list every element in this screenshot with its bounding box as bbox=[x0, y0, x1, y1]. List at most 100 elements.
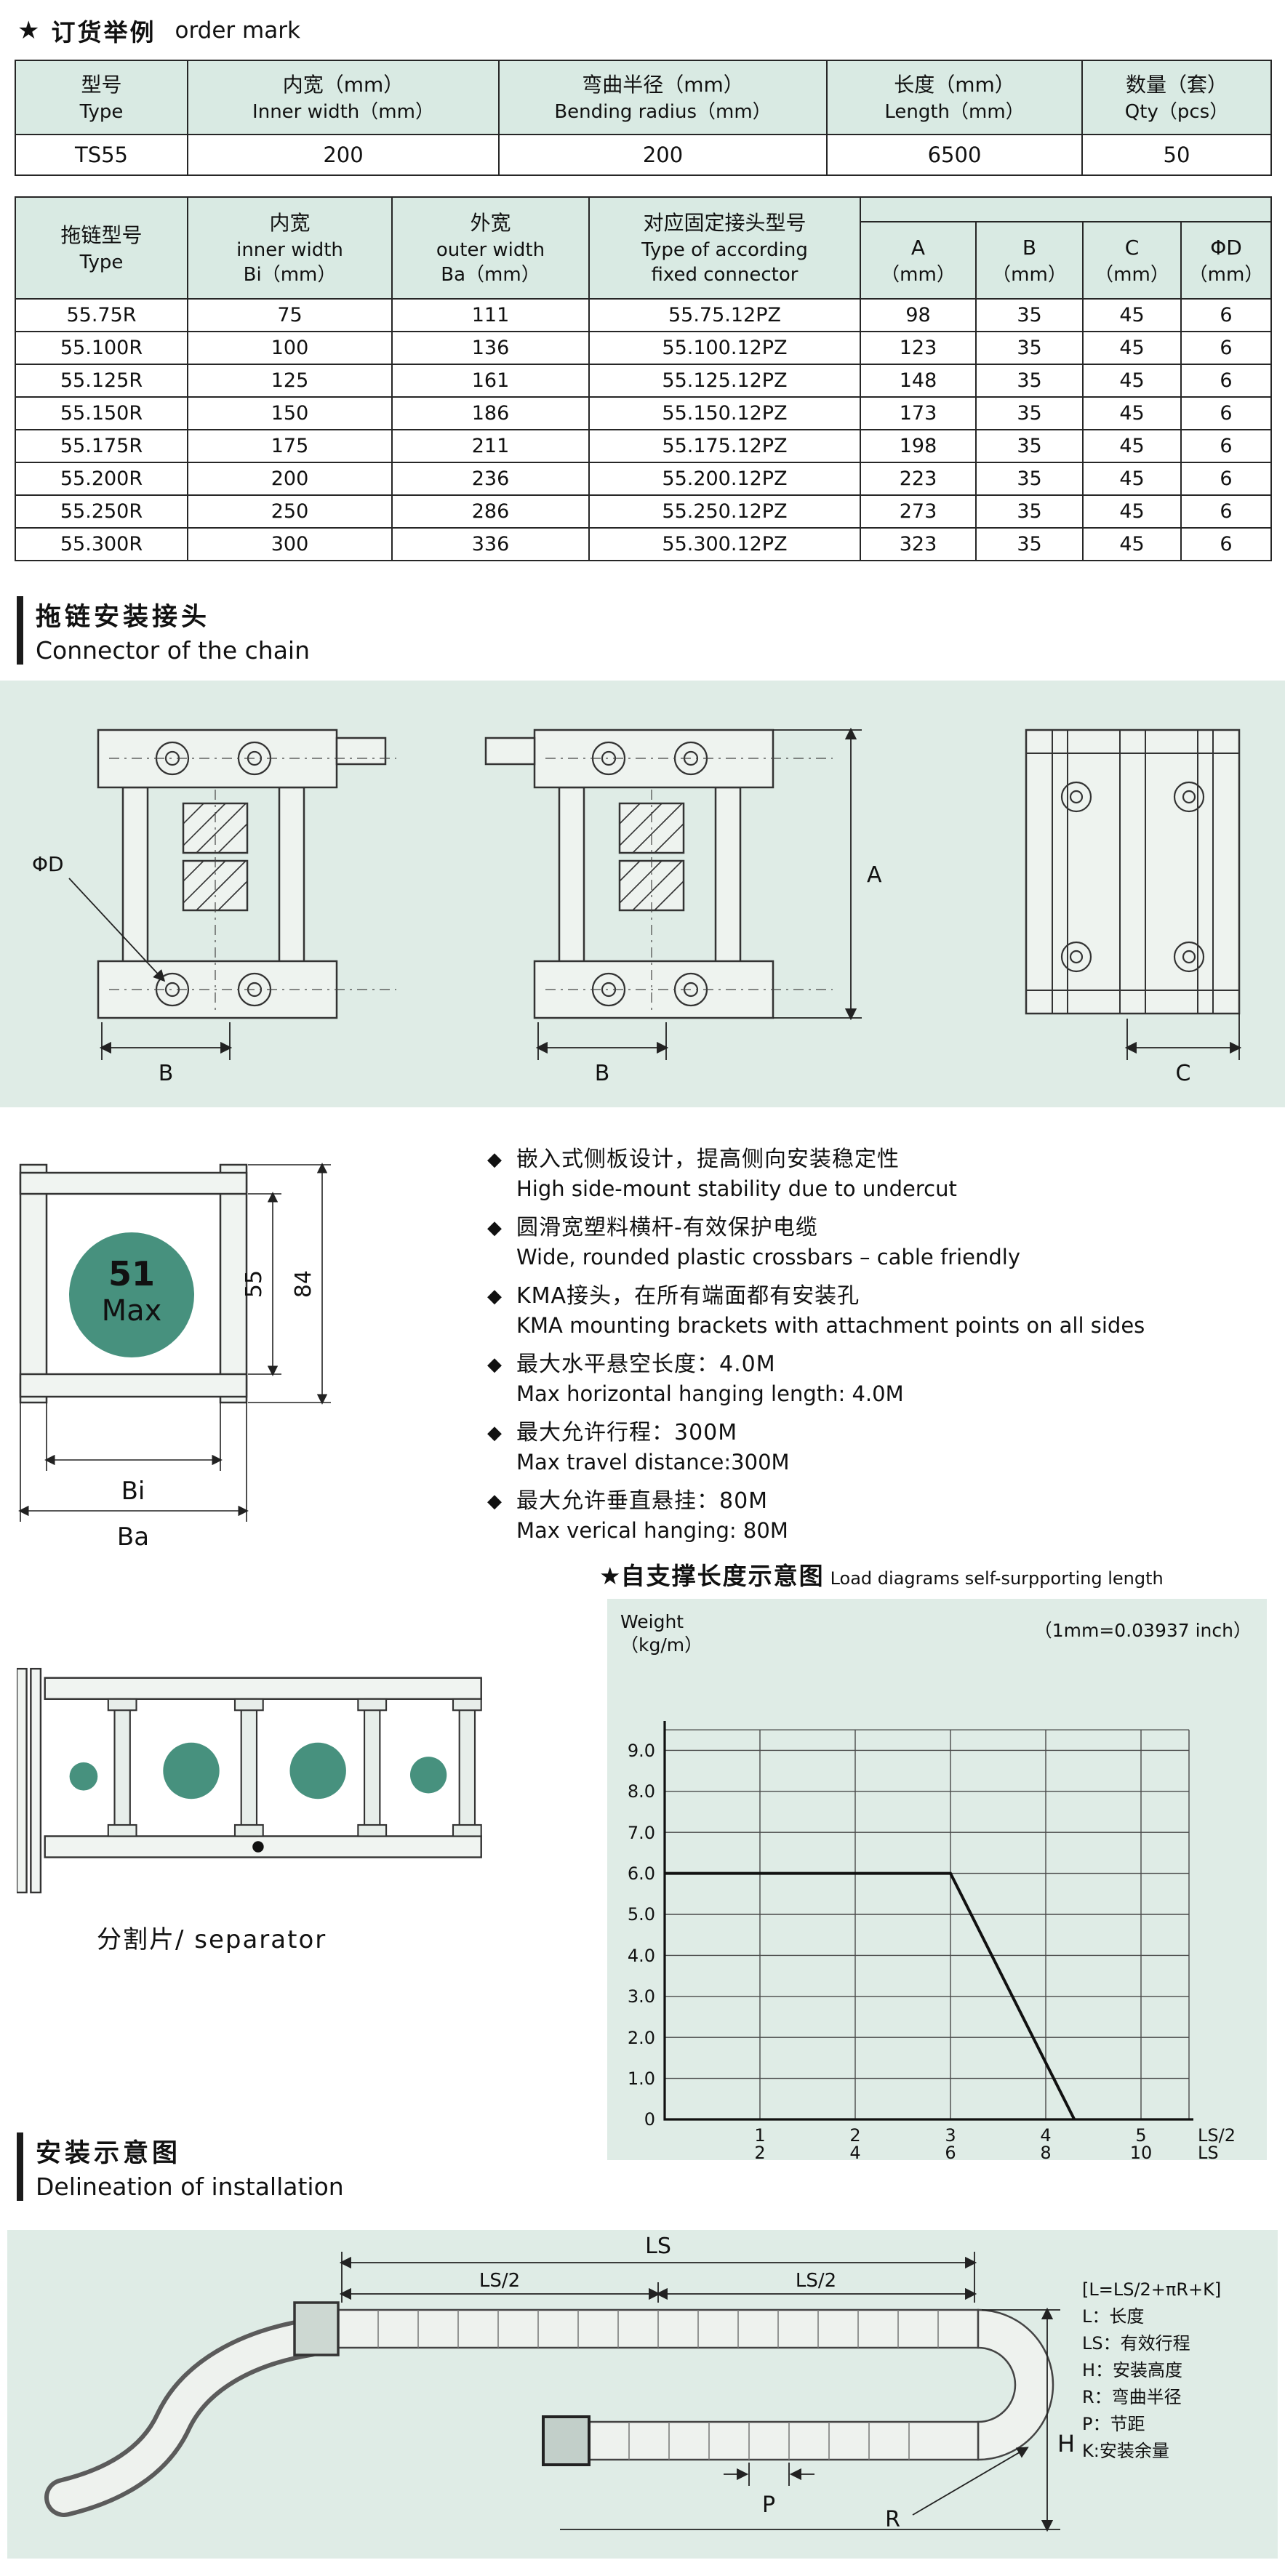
spec-table-cell: 223 bbox=[860, 462, 977, 496]
dim-label-bi: Bi bbox=[121, 1477, 145, 1506]
spec-table-cell: 200 bbox=[187, 462, 393, 496]
separator-drawing bbox=[15, 1667, 482, 1894]
spec-table-cell: 175 bbox=[187, 429, 393, 463]
spec-table-cell: 55.175.12PZ bbox=[588, 429, 861, 463]
dim-label-r: R bbox=[885, 2507, 900, 2532]
connector-title-en: Connector of the chain bbox=[36, 636, 311, 665]
spec-table-cell: 236 bbox=[391, 462, 590, 496]
order-cell: 200 bbox=[498, 134, 828, 176]
svg-text:9.0: 9.0 bbox=[628, 1741, 655, 1761]
y-axis-label: Weight bbox=[620, 1611, 684, 1632]
spec-table-cell: 45 bbox=[1082, 364, 1182, 398]
spec-table-cell: 55.100.12PZ bbox=[588, 331, 861, 365]
spec-table-cell: 136 bbox=[391, 331, 590, 365]
col-header: ΦD（mm） bbox=[1180, 221, 1272, 300]
load-diagram-chart: Weight （kg/m） （1mm=0.03937 inch） 9.0 8.0… bbox=[620, 1611, 1252, 2163]
spec-table-cell: 300 bbox=[187, 527, 393, 561]
spec-table-cell: 45 bbox=[1082, 494, 1182, 529]
col-header: 内宽（mm）Inner width（mm） bbox=[187, 60, 500, 135]
col-header: 弯曲半径（mm）Bending radius（mm） bbox=[498, 60, 828, 135]
spec-table-cell: 55.200R bbox=[15, 462, 188, 496]
spec-table-cell: 125 bbox=[187, 364, 393, 398]
star-icon: ★ bbox=[17, 16, 40, 45]
order-title-zh: 订货举例 bbox=[51, 18, 156, 47]
col-header: 数量（套）Qty（pcs） bbox=[1081, 60, 1272, 135]
svg-text:4: 4 bbox=[849, 2143, 860, 2160]
dim-label-b-mid: B bbox=[595, 1061, 610, 1086]
spec-table-cell: 211 bbox=[391, 429, 590, 463]
spec-table-cell: 35 bbox=[975, 331, 1084, 365]
spec-table-cell: 55.200.12PZ bbox=[588, 462, 861, 496]
svg-text:7.0: 7.0 bbox=[628, 1823, 655, 1843]
dim-label-ls: LS bbox=[645, 2234, 671, 2259]
svg-text:4.0: 4.0 bbox=[628, 1946, 655, 1966]
spec-table-cell: 198 bbox=[860, 429, 977, 463]
legend-line: K:安装余量 bbox=[1082, 2441, 1169, 2461]
spec-table-cell: 55.250.12PZ bbox=[588, 494, 861, 529]
spec-table-cell: 55.300R bbox=[15, 527, 188, 561]
spec-table-cell: 161 bbox=[391, 364, 590, 398]
spec-table-cell: 323 bbox=[860, 527, 977, 561]
chain-link-dividers bbox=[377, 2310, 939, 2460]
spec-table-cell: 273 bbox=[860, 494, 977, 529]
spec-table-cell: 98 bbox=[860, 298, 977, 332]
bullet-diamond-icon: ◆ bbox=[487, 1285, 502, 1307]
spec-table-cell: 45 bbox=[1082, 298, 1182, 332]
hatching bbox=[619, 803, 684, 911]
section-heading-connector: 拖链安装接头 Connector of the chain bbox=[17, 596, 1285, 665]
dim-label-outer-height: 84 bbox=[291, 1270, 316, 1298]
spec-table-cell: 35 bbox=[975, 462, 1084, 496]
bullet-diamond-icon: ◆ bbox=[487, 1490, 502, 1512]
chart-note: （1mm=0.03937 inch） bbox=[1034, 1620, 1252, 1641]
bullet-diamond-icon: ◆ bbox=[487, 1422, 502, 1444]
dim-label-phi-d: ΦD bbox=[32, 852, 64, 876]
spec-table-cell: 186 bbox=[391, 396, 590, 430]
order-title-en: order mark bbox=[175, 17, 300, 44]
installation-title-en: Delineation of installation bbox=[36, 2172, 344, 2201]
svg-text:5: 5 bbox=[1135, 2125, 1146, 2146]
bullet-diamond-icon: ◆ bbox=[487, 1149, 502, 1171]
spec-table-cell: 55.175R bbox=[15, 429, 188, 463]
hatching bbox=[183, 803, 248, 911]
spec-table-cell: 55.250R bbox=[15, 494, 188, 529]
spec-table-cell: 75 bbox=[187, 298, 393, 332]
installation-legend: [L=LS/2+πR+K] L：长度 LS：有效行程 H：安装高度 R：弯曲半径… bbox=[1082, 2276, 1221, 2465]
legend-line: R：弯曲半径 bbox=[1082, 2387, 1182, 2407]
svg-text:1: 1 bbox=[754, 2125, 765, 2146]
spec-table-cell: 250 bbox=[187, 494, 393, 529]
spec-table-cell: 6 bbox=[1180, 364, 1272, 398]
spec-table-cell: 100 bbox=[187, 331, 393, 365]
x-axis-name-ls2: LS/2 bbox=[1198, 2125, 1236, 2146]
x-tick-labels-ls: 2 4 6 8 10 bbox=[754, 2143, 1152, 2163]
spec-table-cell: 111 bbox=[391, 298, 590, 332]
spec-table-cell: 286 bbox=[391, 494, 590, 529]
spec-table-cell: 35 bbox=[975, 396, 1084, 430]
x-axis-name-ls: LS bbox=[1198, 2143, 1219, 2160]
dim-label-c: C bbox=[1176, 1061, 1191, 1086]
spec-table-cell: 55.125.12PZ bbox=[588, 364, 861, 398]
connector-drawings: ΦD B A B C bbox=[32, 727, 1242, 1086]
bullet-diamond-icon: ◆ bbox=[487, 1217, 502, 1239]
star-icon: ★ bbox=[599, 1562, 621, 1590]
col-header: 长度（mm）Length（mm） bbox=[826, 60, 1083, 135]
spec-dims-row: A（mm） B（mm） C（mm） ΦD（mm） bbox=[15, 221, 1272, 300]
connector-side-view bbox=[1025, 729, 1241, 1015]
legend-line: H：安装高度 bbox=[1082, 2360, 1183, 2380]
svg-text:6.0: 6.0 bbox=[628, 1863, 655, 1884]
spec-table-cell: 123 bbox=[860, 331, 977, 365]
heading-bar bbox=[17, 596, 23, 665]
